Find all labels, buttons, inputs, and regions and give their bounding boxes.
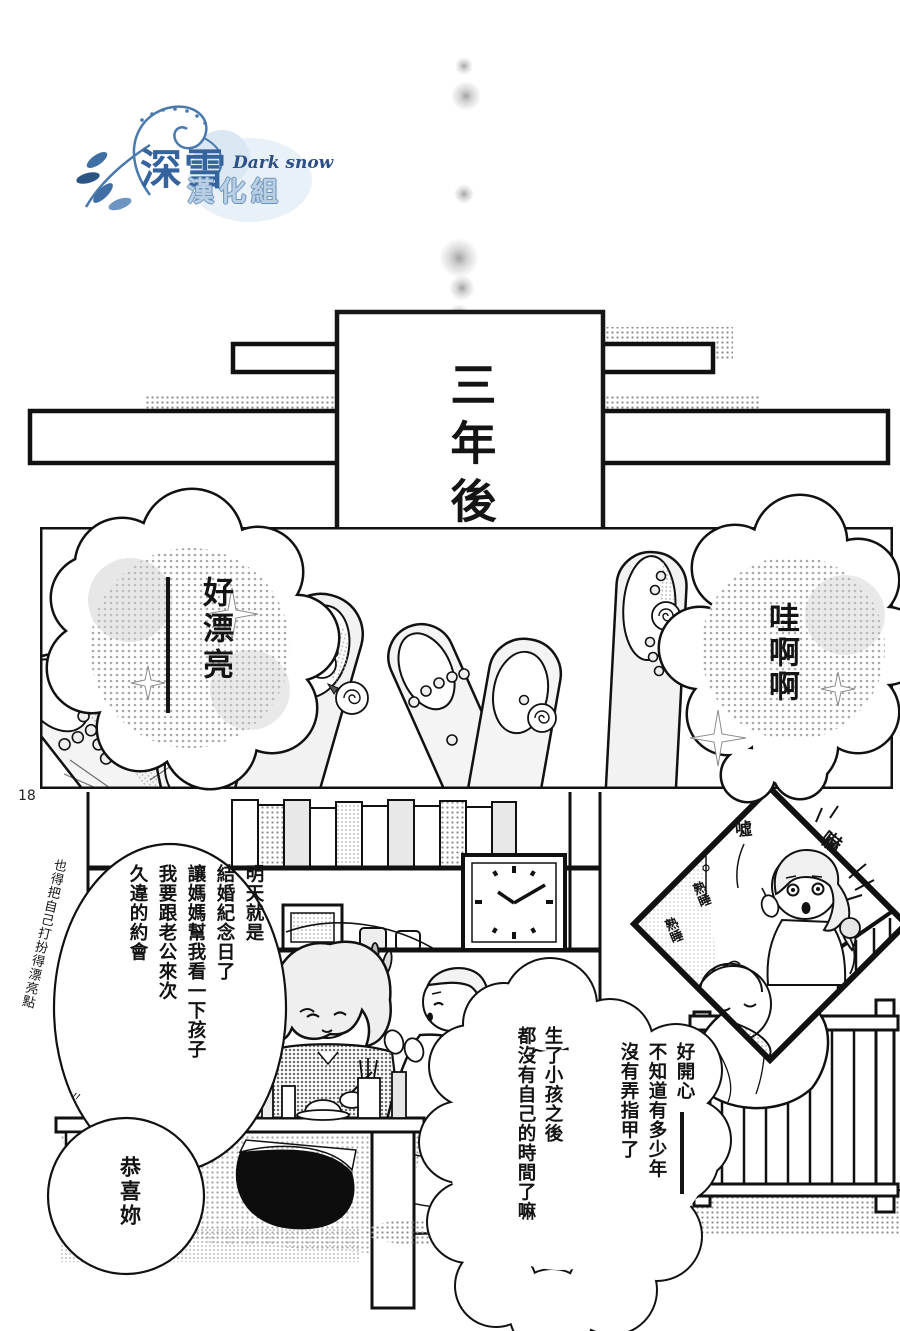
bubble-congrats (46, 1116, 206, 1276)
speech-congrats: 恭喜妳 (117, 1156, 142, 1228)
legs-silhouette (235, 1149, 355, 1230)
bubble-no-time (418, 957, 732, 1331)
speech-no-time: 生了小孩之後 都沒有自己的時間了嘛 (515, 1026, 563, 1221)
sfx-wow: 哇啊啊 (762, 602, 799, 704)
speech-happy: 好開心 不知道有多少年 沒有弄指甲了 (618, 1042, 695, 1179)
clock (461, 853, 567, 952)
logo-flourish (76, 105, 312, 222)
books (231, 799, 517, 869)
sfx-shh: 噓 (734, 819, 754, 841)
logo-subtitle: Dark snow (233, 153, 334, 173)
time-caption: 三年後 (443, 361, 498, 535)
elongation-dash (166, 577, 170, 713)
logo-title: 深雪 (140, 145, 229, 194)
page-number: 18 (18, 788, 36, 804)
logo-group-name: 漢化組 (187, 177, 283, 208)
cloud-right (657, 493, 900, 804)
time-caption-box: 三年後 (337, 312, 603, 584)
elongation-dash (680, 1112, 684, 1194)
pearl-chain (644, 570, 667, 677)
dot-trail (439, 57, 481, 334)
inset-girl (760, 848, 861, 986)
pearl-row (408, 668, 470, 746)
startle-lines (815, 805, 875, 901)
cloud-left (45, 487, 341, 791)
sfx-pretty: 好漂亮 (196, 576, 233, 684)
speech-plan: 明天就是 結婚紀念日了 讓媽媽幫我看一下孩子 我要跟老公來次 久違的約會 (127, 864, 264, 1059)
